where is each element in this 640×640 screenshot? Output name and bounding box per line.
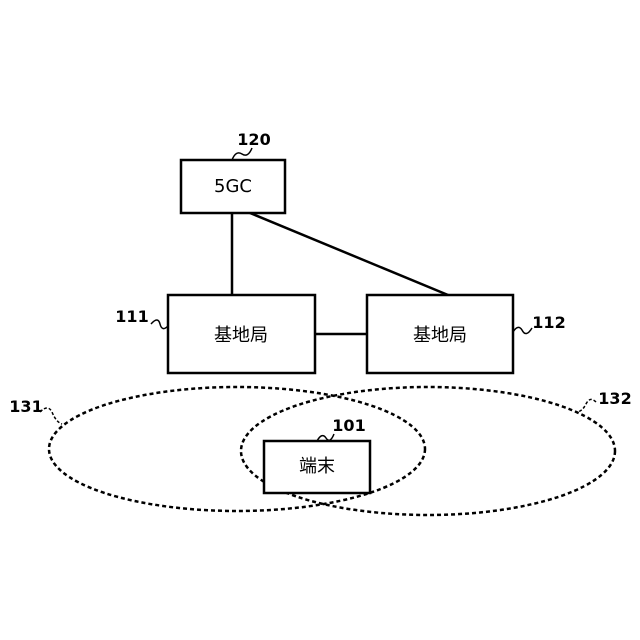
ref-112-leader — [513, 327, 532, 333]
ref-131-leader — [40, 408, 62, 424]
ref-101: 101 — [332, 416, 365, 435]
ref-131: 131 — [9, 397, 42, 416]
ref-120: 120 — [237, 130, 270, 149]
ref-111-leader — [151, 320, 168, 329]
base-station-111-label: 基地局 — [214, 325, 268, 346]
base-station-112-label: 基地局 — [413, 325, 467, 346]
ref-111: 111 — [115, 307, 148, 326]
link-core-to-bs-112 — [250, 213, 448, 295]
ref-112: 112 — [532, 313, 565, 332]
terminal-label: 端末 — [299, 456, 335, 477]
ref-120-leader — [232, 148, 252, 160]
core-network-label: 5GC — [214, 176, 252, 197]
ref-132: 132 — [598, 389, 631, 408]
ref-132-leader — [576, 399, 596, 412]
